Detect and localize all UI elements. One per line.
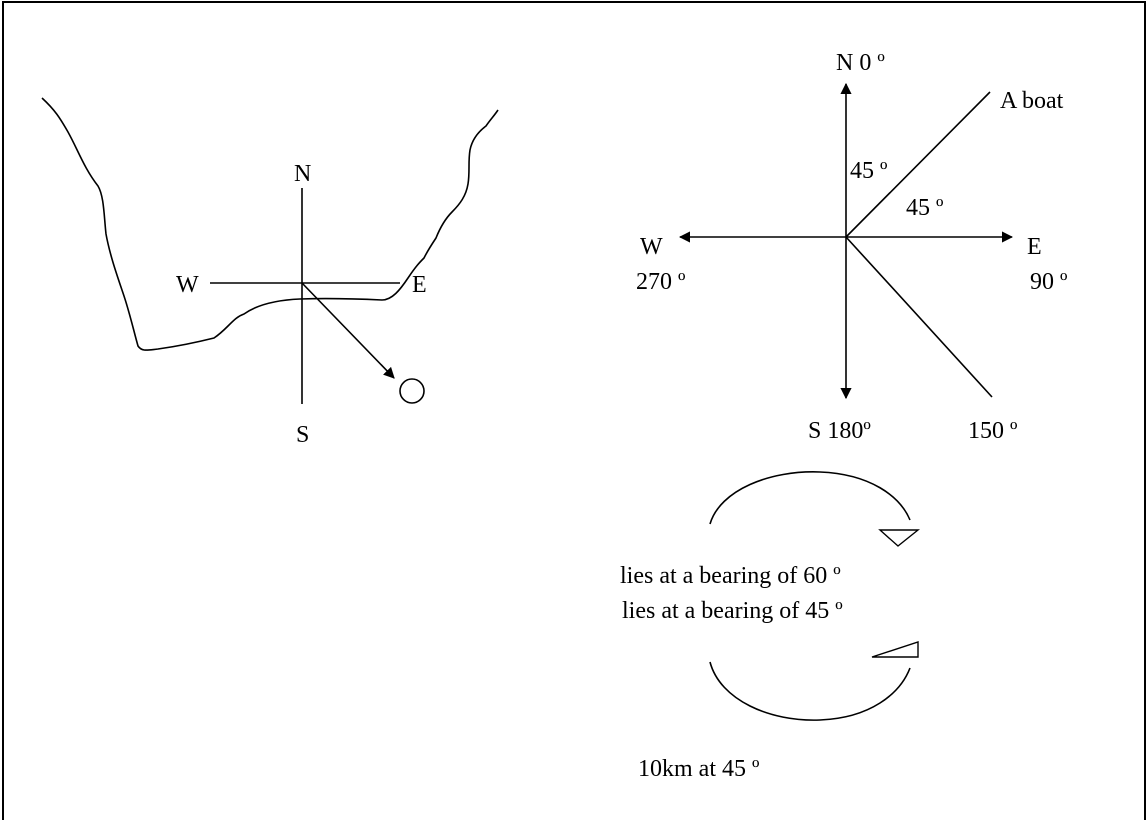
caption-bearing-45: lies at a bearing of 45 º — [622, 598, 843, 624]
boat-label: A boat — [1000, 88, 1064, 114]
bearing-150-label: 150 º — [968, 418, 1018, 444]
map-bearing-arrow — [301, 282, 395, 379]
south-label: S 180º — [808, 418, 871, 444]
north-label: N 0 º — [836, 50, 885, 76]
west-label: W — [640, 234, 663, 260]
west-angle-label: 270 º — [636, 269, 686, 295]
east-angle-label: 90 º — [1030, 269, 1068, 295]
angle-from-east-label: 45 º — [906, 195, 944, 221]
map-south-label: S — [296, 422, 309, 448]
caption-bearing-60: lies at a bearing of 60 º — [620, 563, 841, 589]
map-west-label: W — [176, 272, 199, 298]
lower-curved-arrow — [709, 661, 911, 721]
angle-from-north-label: 45 º — [850, 158, 888, 184]
upper-arrowhead — [878, 529, 920, 547]
upper-curved-arrow — [709, 471, 911, 525]
lower-arrowhead — [871, 641, 919, 658]
caption-distance: 10km at 45 º — [638, 756, 760, 782]
map-north-label: N — [294, 161, 311, 187]
map-east-label: E — [412, 272, 427, 298]
coastline — [41, 97, 499, 351]
map-panel: N W E S — [41, 97, 499, 448]
bearing-compass: N 0 º A boat 45 º 45 º W 270 º E 90 º S … — [636, 50, 1068, 444]
boat-bearing-line — [845, 91, 991, 238]
bearing-150-line — [845, 236, 993, 398]
east-label: E — [1027, 234, 1042, 260]
curved-arrows — [709, 471, 920, 721]
map-boat-marker — [399, 378, 425, 404]
